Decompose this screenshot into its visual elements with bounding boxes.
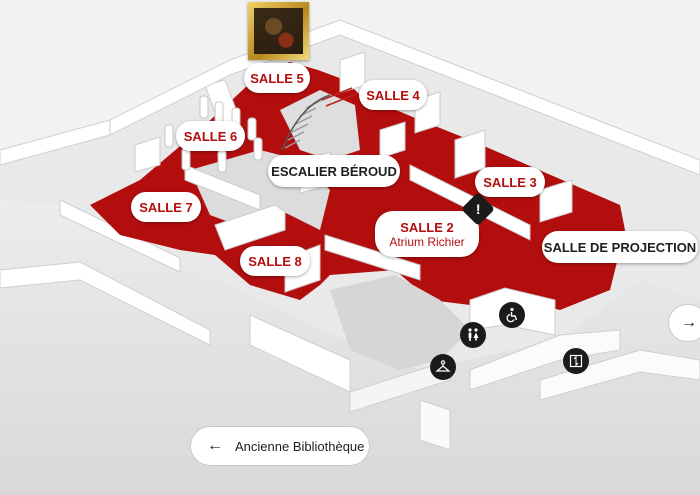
arrow-right-icon: →: [681, 314, 697, 331]
room-label-salle-8[interactable]: SALLE 8: [240, 246, 310, 276]
room-label-salle-3[interactable]: SALLE 3: [475, 167, 545, 197]
wall-segment: [539, 349, 700, 401]
cloakroom-icon[interactable]: [430, 354, 456, 380]
back-button[interactable]: ← Ancienne Bibliothèque: [190, 426, 370, 466]
elevator-icon[interactable]: [563, 348, 589, 374]
wall-segment: [0, 261, 211, 346]
wall-segment: [134, 136, 161, 173]
wall-segment: [379, 121, 406, 159]
back-button-label: Ancienne Bibliothèque: [235, 438, 365, 454]
room-label-escalier-beroud[interactable]: ESCALIER BÉROUD: [268, 155, 400, 187]
room-label-salle-de-projection[interactable]: SALLE DE PROJECTION: [542, 231, 698, 263]
room-label-salle-5[interactable]: SALLE 5: [244, 63, 310, 93]
room-label-salle-6[interactable]: SALLE 6: [176, 121, 245, 151]
arrow-left-icon: ←: [207, 437, 223, 454]
staircase: [281, 87, 357, 151]
wall-segment: [419, 399, 451, 451]
wall-segment: [539, 179, 573, 223]
room-label-salle-2[interactable]: SALLE 2 Atrium Richier: [375, 211, 479, 257]
wall-segment: [469, 329, 621, 391]
room-label-salle-7[interactable]: SALLE 7: [131, 192, 201, 222]
room-label-salle-2-title: SALLE 2: [400, 219, 454, 235]
wall-segment: [349, 359, 451, 413]
room-label-salle-2-subtitle: Atrium Richier: [389, 234, 465, 249]
artwork-thumbnail[interactable]: [248, 2, 309, 60]
room-label-salle-4[interactable]: SALLE 4: [359, 80, 427, 110]
lobby: [330, 275, 470, 370]
stair-hall: [280, 90, 360, 160]
outer-wall: [0, 119, 111, 166]
restroom-icon[interactable]: [460, 322, 486, 348]
next-button[interactable]: →: [668, 304, 700, 342]
artwork-canvas: [254, 8, 303, 54]
wheelchair-icon[interactable]: [499, 302, 525, 328]
wall-segment: [214, 204, 286, 251]
